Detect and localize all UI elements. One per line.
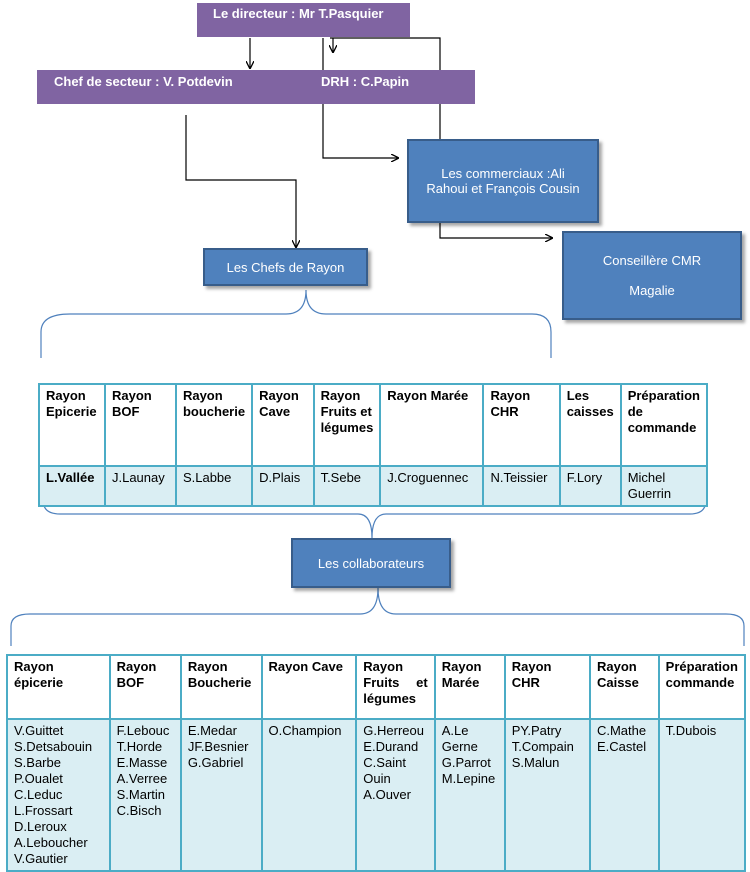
- collab-header-cell: Rayon épicerie: [6, 654, 111, 720]
- collab-value-cell: PY.Patry T.Compain S.Malun: [503, 718, 591, 872]
- collab-value-cell: C.Mathe E.Castel: [588, 718, 660, 872]
- secteur-drh-box: Chef de secteur : V. Potdevin DRH : C.Pa…: [37, 70, 475, 104]
- arrow-director-to-conseillere: [330, 37, 552, 238]
- chefs-header-cell: Rayon BOF: [103, 383, 177, 467]
- chefs-header-cell: Rayon CHR: [482, 383, 561, 467]
- collaborateurs-label: Les collaborateurs: [317, 555, 425, 571]
- collab-header-cell: Rayon Marée: [433, 654, 506, 720]
- chefs-rayon-box: Les Chefs de Rayon: [203, 248, 368, 286]
- chefs-header-cell: Rayon Fruits et légumes: [312, 383, 382, 467]
- collab-header-cell: Rayon Boucherie: [179, 654, 263, 720]
- commerciaux-box: Les commerciaux :Ali Rahoui et François …: [407, 139, 599, 223]
- collab-header-cell: Rayon Caisse: [588, 654, 660, 720]
- chefs-value-cell: J.Launay: [103, 465, 177, 507]
- directeur-box: Le directeur : Mr T.Pasquier: [197, 3, 410, 37]
- bracket-collaborateurs: [10, 587, 745, 646]
- chefs-header-cell: Les caisses: [558, 383, 622, 467]
- chefs-value-cell: J.Croguennec: [379, 465, 485, 507]
- arrow-to-chefs-rayon: [185, 115, 296, 247]
- chefs-header-cell: Rayon boucherie: [174, 383, 254, 467]
- collaborateurs-box: Les collaborateurs: [291, 538, 451, 588]
- collab-value-cell: V.Guittet S.Detsabouin S.Barbe P.Oualet …: [6, 718, 111, 872]
- chefs-value-cell: T.Sebe: [312, 465, 382, 507]
- collab-header-cell: Rayon CHR: [503, 654, 591, 720]
- conseillere-label: Conseillère CMR Magalie: [602, 253, 702, 298]
- collaborateurs-table: Rayon épicerie Rayon BOF Rayon Boucherie…: [6, 654, 747, 872]
- drh-label: DRH : C.Papin: [321, 74, 410, 89]
- collab-value-cell: T.Dubois: [657, 718, 747, 872]
- collab-value-cell: F.Lebouc T.Horde E.Masse A.Verree S.Mart…: [108, 718, 182, 872]
- collab-value-cell: A.Le Gerne G.Parrot M.Lepine: [433, 718, 506, 872]
- chefs-header-cell: Rayon Cave: [251, 383, 315, 467]
- chefs-rayon-table: Rayon Epicerie Rayon BOF Rayon boucherie…: [38, 383, 709, 507]
- chef-secteur-label: Chef de secteur : V. Potdevin: [54, 74, 233, 89]
- commerciaux-label: Les commerciaux :Ali Rahoui et François …: [426, 166, 580, 196]
- collab-value-cell: G.Herreou E.Durand C.Saint Ouin A.Ouver: [355, 718, 436, 872]
- chefs-value-cell: N.Teissier: [482, 465, 561, 507]
- chefs-header-cell: Rayon Marée: [379, 383, 485, 467]
- chefs-value-cell: F.Lory: [558, 465, 622, 507]
- chefs-value-cell: L.Vallée: [38, 465, 106, 507]
- bracket-chefs-rayon: [40, 289, 552, 358]
- directeur-label: Le directeur : Mr T.Pasquier: [213, 6, 384, 21]
- collab-header-cell: Rayon Fruits et légumes: [355, 654, 436, 720]
- chefs-value-cell: Michel Guerrin: [619, 465, 709, 507]
- chefs-header-cell: Préparation de commande: [619, 383, 709, 467]
- collab-header-cell: Rayon Cave: [260, 654, 358, 720]
- conseillere-box: Conseillère CMR Magalie: [562, 231, 742, 320]
- chefs-header-cell: Rayon Epicerie: [38, 383, 106, 467]
- chefs-value-cell: D.Plais: [251, 465, 315, 507]
- collab-value-cell: E.Medar JF.Besnier G.Gabriel: [179, 718, 263, 872]
- chefs-value-cell: S.Labbe: [174, 465, 254, 507]
- collab-header-cell: Rayon BOF: [108, 654, 182, 720]
- collab-header-cell: Préparation commande: [657, 654, 747, 720]
- collab-value-cell: O.Champion: [260, 718, 358, 872]
- chefs-rayon-label: Les Chefs de Rayon: [226, 259, 345, 275]
